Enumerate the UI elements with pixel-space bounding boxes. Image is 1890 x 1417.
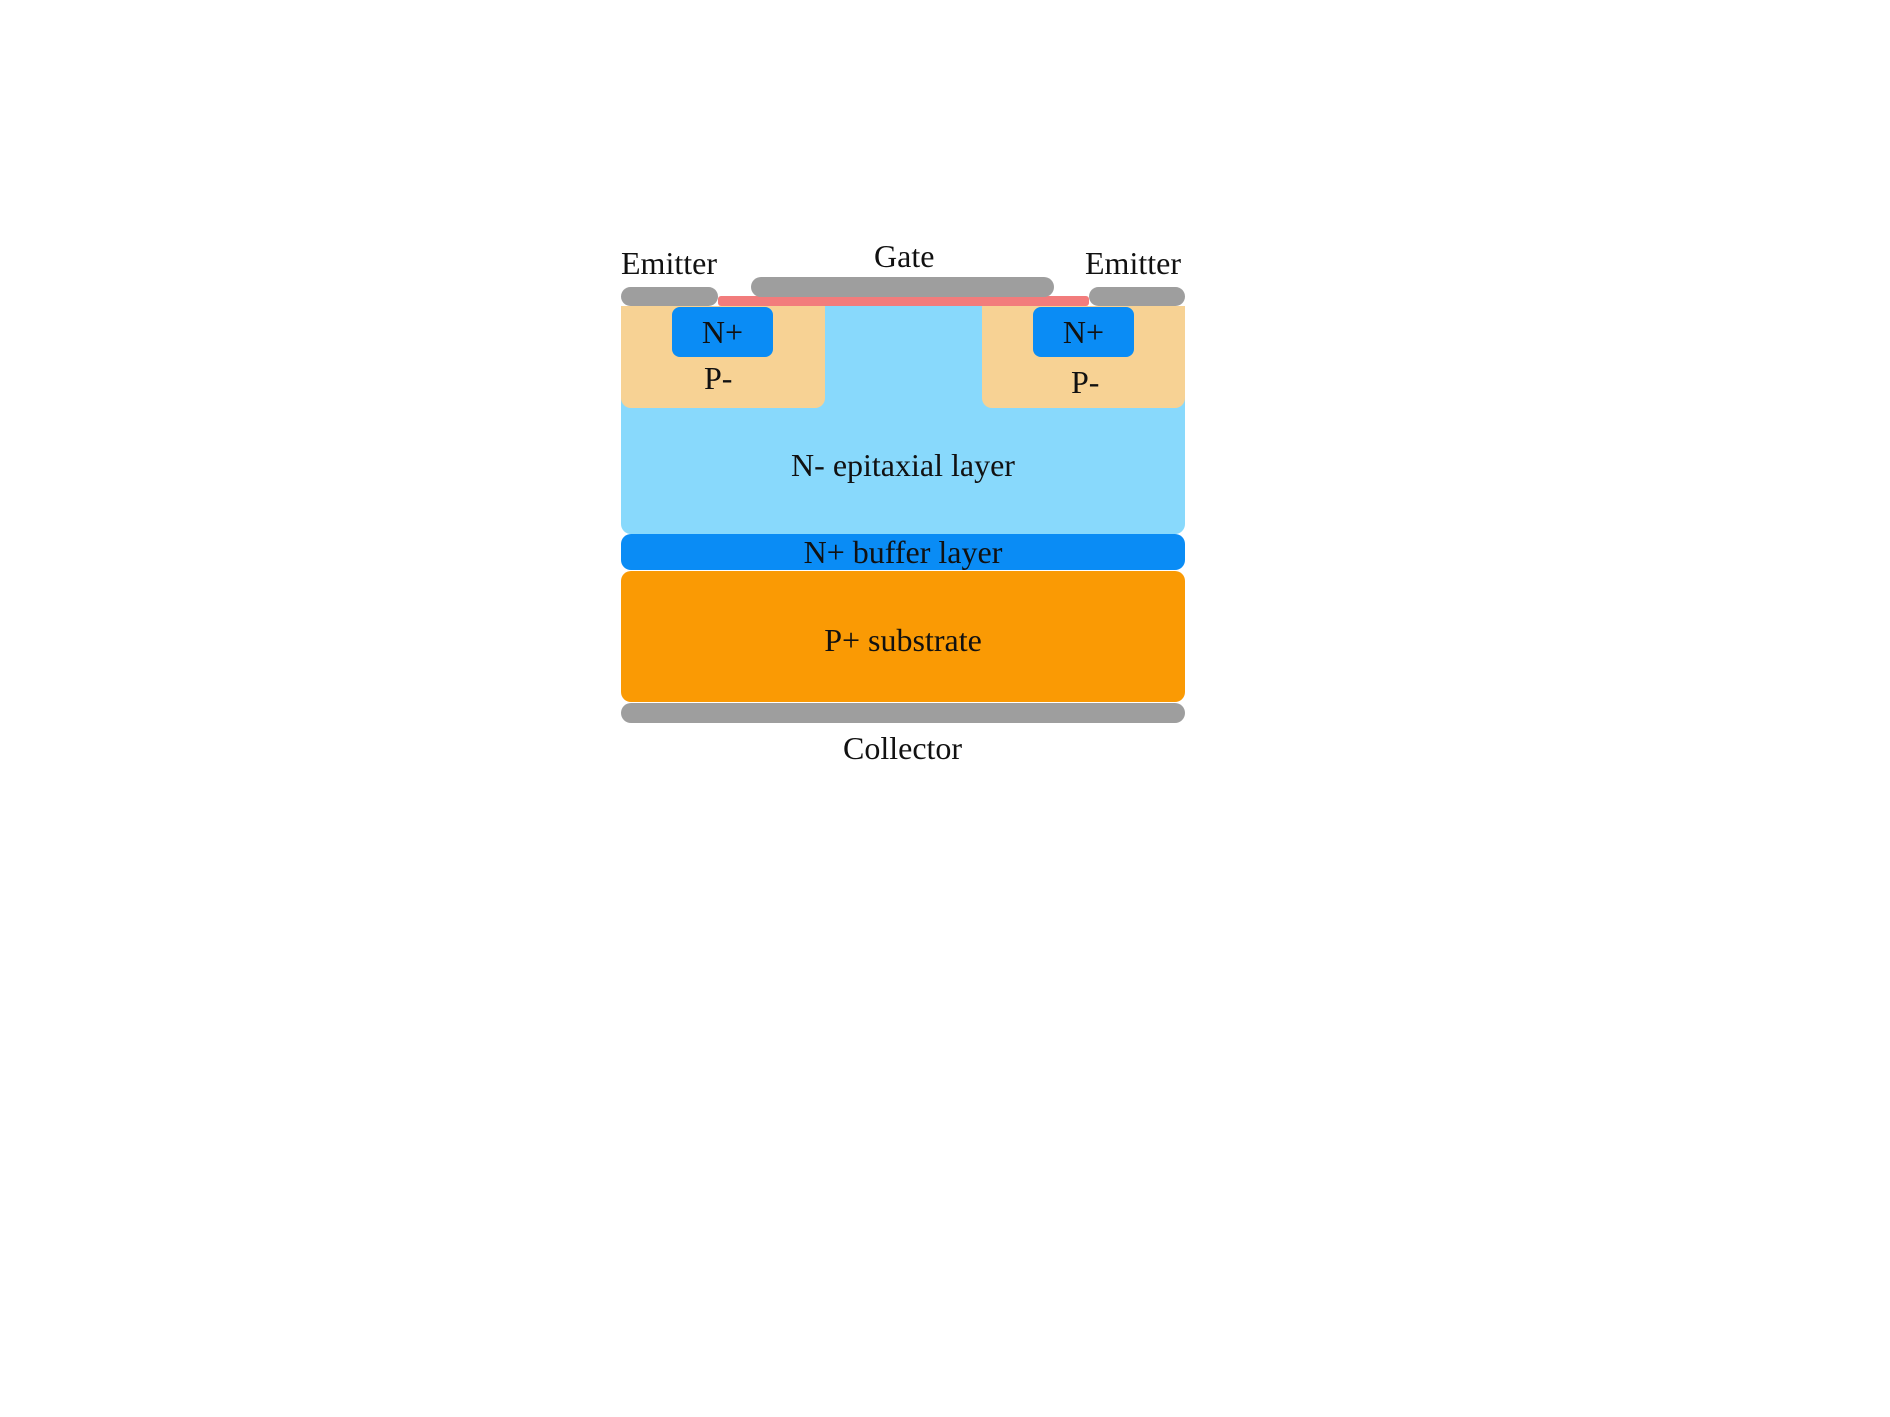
n-plus-left-label: N+ [701,314,744,350]
emitter-left-contact [621,287,718,306]
n-plus-right-label: N+ [1062,314,1105,350]
collector-label: Collector [843,730,963,766]
p-plus-substrate-label: P+ substrate [824,622,982,658]
n-plus-buffer-layer-label: N+ buffer layer [803,534,1003,570]
p-minus-right-label: P- [1071,364,1100,400]
collector-contact [621,703,1185,723]
n-plus-buffer-layer [621,534,1185,570]
p-minus-left-label: P- [704,360,733,396]
n-plus-region-left: N+ [672,307,773,357]
gate-contact [751,277,1054,297]
emitter-right-label: Emitter [1085,245,1181,281]
n-epitaxial-layer-label: N- epitaxial layer [791,447,1015,483]
n-plus-region-right: N+ [1033,307,1134,357]
gate-label: Gate [874,238,935,274]
gate-oxide [718,296,1089,306]
p-plus-substrate [621,571,1185,702]
emitter-right-contact [1089,287,1185,306]
emitter-left-label: Emitter [621,245,717,281]
